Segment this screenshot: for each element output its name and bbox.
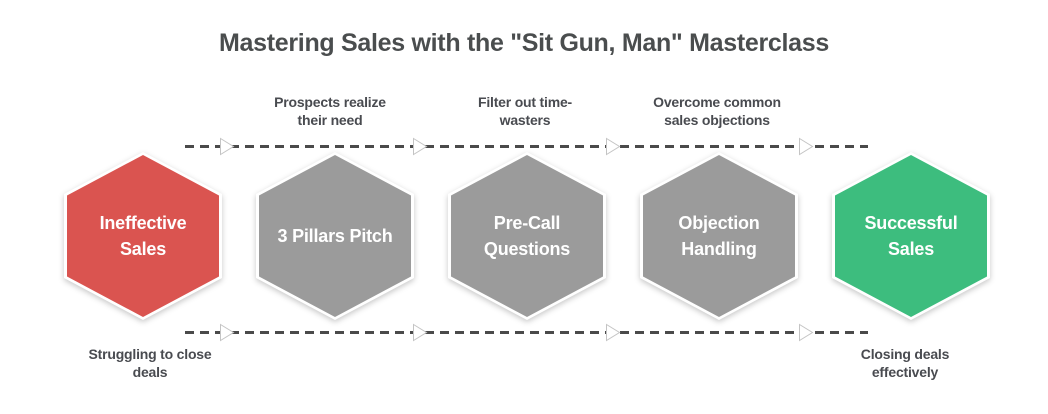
hexagon-stage-ineffective-sales: Ineffective Sales [64, 152, 222, 320]
stage-label-line: Objection [678, 213, 760, 233]
stage-label-line: Pre-Call [493, 213, 561, 233]
arrow-right-icon [220, 323, 235, 342]
arrow-right-icon [606, 323, 621, 342]
page-title: Mastering Sales with the "Sit Gun, Man" … [219, 29, 829, 57]
stage-label: Successful Sales [832, 152, 990, 320]
annotation-line: Prospects realize [274, 94, 386, 110]
arrow-right-icon [413, 323, 428, 342]
stage-label-line: Ineffective [99, 213, 187, 233]
stage-label-line: Questions [483, 239, 571, 259]
stage-label: 3 Pillars Pitch [256, 152, 414, 320]
annotation-prospects-realize: Prospects realize their need [245, 93, 415, 129]
annotation-overcome-objections: Overcome common sales objections [632, 93, 802, 129]
annotation-line: wasters [499, 112, 551, 128]
arrow-right-icon [413, 137, 428, 156]
arrow-right-icon [606, 137, 621, 156]
arrow-right-icon [799, 137, 814, 156]
stage-label-line: Successful [864, 213, 958, 233]
stage-label-line: 3 Pillars Pitch [277, 226, 393, 246]
annotation-closing-deals: Closing deals effectively [820, 345, 990, 381]
top-connector-line [185, 145, 868, 148]
annotation-line: deals [132, 364, 168, 380]
annotation-line: Overcome common [653, 94, 781, 110]
annotation-line: their need [297, 112, 363, 128]
stage-label-line: Handling [681, 239, 757, 259]
stage-label: Objection Handling [640, 152, 798, 320]
annotation-line: Closing deals [860, 346, 950, 362]
stage-label: Ineffective Sales [64, 152, 222, 320]
hexagon-stage-3-pillars-pitch: 3 Pillars Pitch [256, 152, 414, 320]
hexagon-stage-objection-handling: Objection Handling [640, 152, 798, 320]
hexagon-stage-successful-sales: Successful Sales [832, 152, 990, 320]
annotation-line: Struggling to close [88, 346, 212, 362]
stage-label: Pre-Call Questions [448, 152, 606, 320]
arrow-right-icon [220, 137, 235, 156]
annotation-line: sales objections [664, 112, 770, 128]
annotation-struggling-close: Struggling to close deals [65, 345, 235, 381]
stage-label-line: Sales [119, 239, 167, 259]
annotation-filter-time-wasters: Filter out time- wasters [440, 93, 610, 129]
annotation-line: Filter out time- [477, 94, 573, 110]
hexagon-stage-pre-call-questions: Pre-Call Questions [448, 152, 606, 320]
arrow-right-icon [799, 323, 814, 342]
bottom-connector-line [185, 331, 868, 334]
stage-label-line: Sales [887, 239, 935, 259]
annotation-line: effectively [871, 364, 939, 380]
hexagon-fill [259, 155, 411, 317]
